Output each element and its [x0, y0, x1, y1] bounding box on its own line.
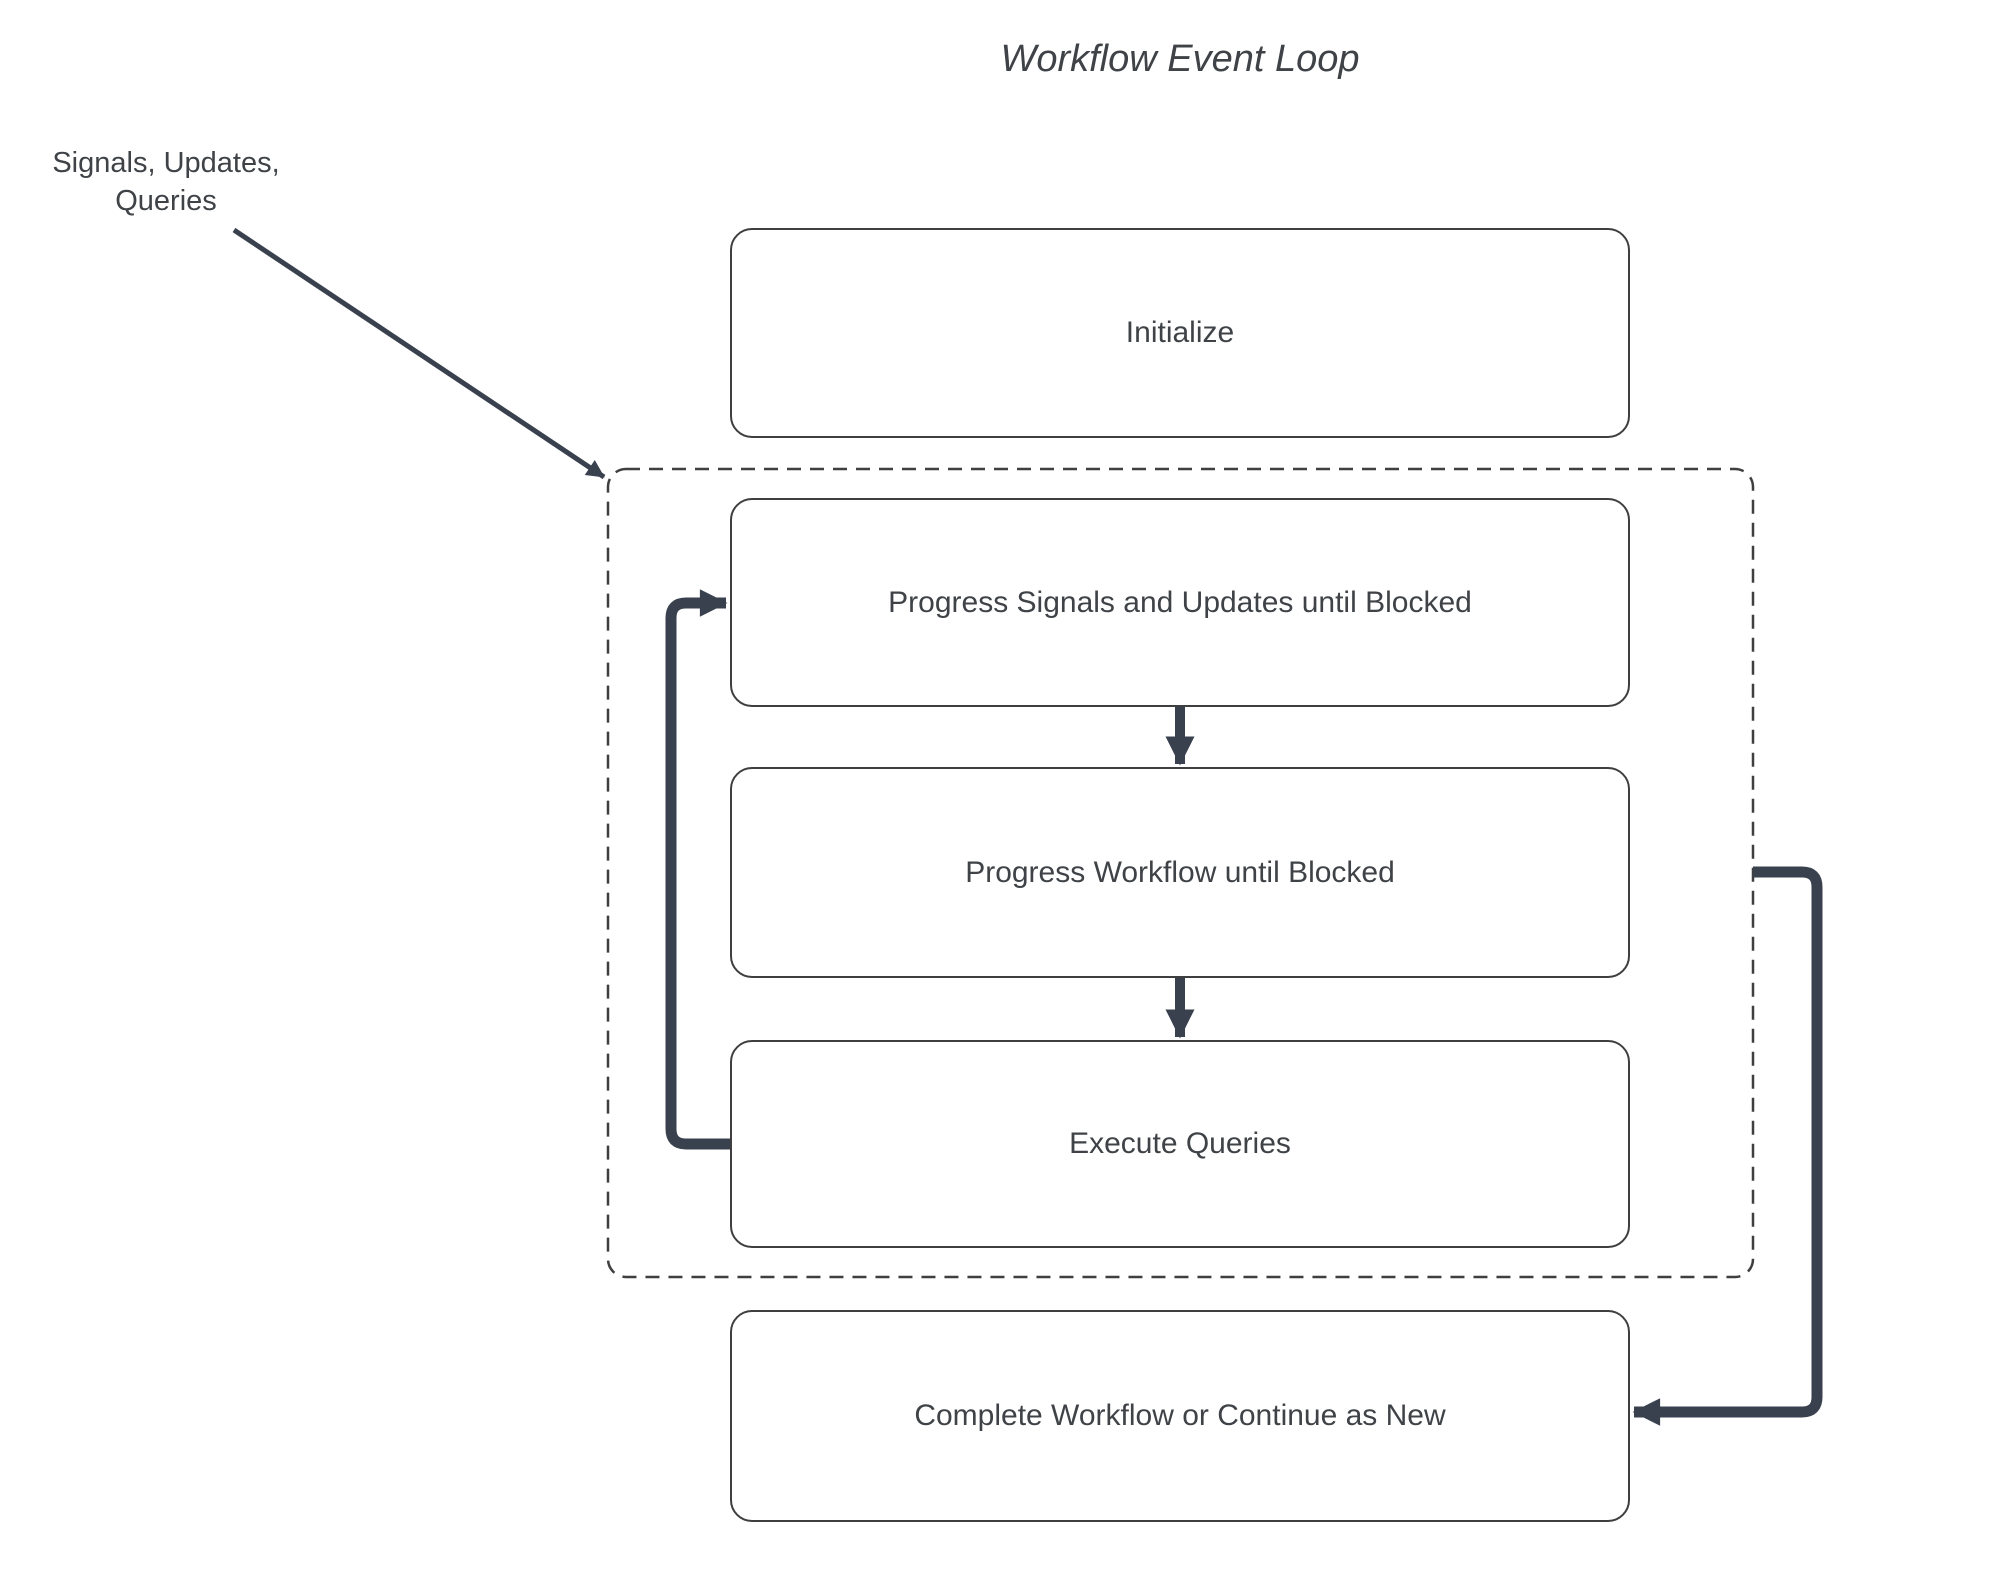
node-progress-workflow-label: Progress Workflow until Blocked	[965, 855, 1395, 889]
node-progress-workflow: Progress Workflow until Blocked	[730, 767, 1630, 978]
node-initialize: Initialize	[730, 228, 1630, 438]
node-progress-signals-label: Progress Signals and Updates until Block…	[888, 585, 1472, 619]
group-to-complete-arrow	[1632, 866, 1823, 1426]
node-progress-signals: Progress Signals and Updates until Block…	[730, 498, 1630, 707]
node-complete: Complete Workflow or Continue as New	[730, 1310, 1630, 1522]
node-complete-label: Complete Workflow or Continue as New	[914, 1399, 1446, 1432]
node-initialize-label: Initialize	[1125, 316, 1235, 349]
execute-queries-to-progress-signals-loop-arrow	[665, 589, 730, 1150]
signals-updates-queries-label: Signals, Updates, Queries	[52, 147, 280, 217]
diagram-title: Workflow Event Loop	[1000, 38, 1360, 80]
node-execute-queries-label: Execute Queries	[1069, 1127, 1291, 1160]
node-execute-queries: Execute Queries	[730, 1040, 1630, 1248]
signals-to-group-arrow	[232, 227, 606, 480]
